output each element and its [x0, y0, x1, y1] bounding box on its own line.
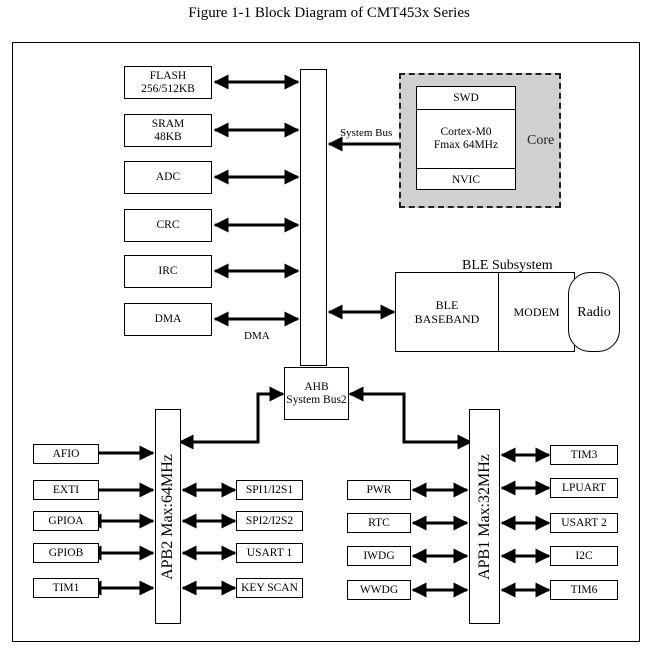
afio-block: AFIO — [33, 444, 99, 464]
exti-block: EXTI — [33, 480, 99, 500]
cpu-block: SWD Cortex-M0 Fmax 64MHz NVIC — [416, 86, 516, 190]
sram-label: SRAM — [151, 117, 185, 130]
ahb-apb2-arrow — [178, 386, 285, 450]
modem-block: MODEM — [498, 272, 575, 352]
tim3-label: TIM3 — [570, 448, 598, 461]
usart2-block: USART 2 — [550, 513, 618, 533]
irc-label: IRC — [158, 265, 178, 277]
flash-label: FLASH — [149, 69, 187, 82]
system-bus-label: System Bus — [340, 127, 393, 139]
afio-label: AFIO — [52, 447, 80, 460]
spi2-block: SPI2/I2S2 — [236, 511, 303, 531]
keyscan-block: KEY SCAN — [236, 578, 303, 598]
swd-label: SWD — [417, 87, 515, 110]
i2c-block: I2C — [550, 546, 618, 566]
spi2-label: SPI2/I2S2 — [245, 514, 294, 527]
keyscan-label: KEY SCAN — [241, 581, 298, 594]
iwdg-block: IWDG — [347, 546, 411, 566]
tim1-block: TIM1 — [33, 578, 99, 598]
diagram-frame — [12, 42, 640, 642]
usart2-label: USART 2 — [561, 516, 607, 529]
dma-arrow-label: DMA — [244, 330, 270, 342]
radio-label: Radio — [577, 304, 611, 320]
usart1-label: USART 1 — [246, 546, 293, 559]
ahb-apb1-arrow — [348, 386, 473, 450]
radio-block: Radio — [568, 272, 620, 352]
sram-block: SRAM 48KB — [124, 114, 212, 147]
apb1-bar — [469, 409, 500, 624]
exti-label: EXTI — [52, 483, 80, 496]
irc-block: IRC — [124, 255, 212, 288]
system-bus-bar — [300, 69, 327, 366]
dma-block: DMA — [124, 303, 212, 336]
flash-block: FLASH 256/512KB — [124, 66, 212, 99]
iwdg-label: IWDG — [363, 549, 395, 562]
gpiob-block: GPIOB — [33, 543, 99, 563]
apb2-bar — [155, 409, 181, 624]
tim1-label: TIM1 — [52, 581, 80, 594]
pwr-block: PWR — [347, 480, 411, 500]
gpioa-block: GPIOA — [33, 511, 99, 531]
cpu-body: Cortex-M0 Fmax 64MHz — [417, 110, 515, 168]
apb1-label: APB1 Max:32MHz — [476, 454, 493, 580]
crc-block: CRC — [124, 209, 212, 242]
ble-baseband-line1: BLE — [435, 298, 459, 312]
gpiob-label: GPIOB — [48, 546, 84, 559]
rtc-block: RTC — [347, 513, 411, 533]
cpu-freq: Fmax 64MHz — [433, 139, 499, 151]
tim6-block: TIM6 — [550, 580, 618, 600]
wwdg-label: WWDG — [359, 583, 399, 596]
ahb-line2: System Bus2 — [286, 393, 347, 406]
i2c-label: I2C — [575, 549, 593, 562]
lpuart-block: LPUART — [550, 478, 618, 498]
core-label: Core — [527, 133, 555, 148]
ble-subsystem-title: BLE Subsystem — [462, 258, 553, 273]
ahb-line1: AHB — [304, 380, 329, 393]
spi1-block: SPI1/I2S1 — [236, 480, 303, 500]
gpioa-label: GPIOA — [48, 514, 84, 527]
wwdg-block: WWDG — [347, 580, 411, 600]
dma-label: DMA — [154, 313, 182, 325]
adc-label: ADC — [155, 171, 181, 183]
lpuart-label: LPUART — [561, 481, 607, 494]
cpu-name: Cortex-M0 — [440, 126, 492, 138]
sram-size: 48KB — [154, 130, 182, 143]
adc-block: ADC — [124, 161, 212, 194]
crc-label: CRC — [156, 219, 180, 231]
modem-label: MODEM — [513, 304, 560, 319]
spi1-label: SPI1/I2S1 — [245, 483, 294, 496]
ble-baseband-line2: BASEBAND — [414, 312, 480, 326]
usart1-block: USART 1 — [236, 543, 303, 563]
nvic-label: NVIC — [417, 168, 515, 191]
figure-title: Figure 1-1 Block Diagram of CMT453x Seri… — [188, 5, 470, 21]
apb2-label: APB2 Max:64MHz — [159, 454, 176, 580]
ble-baseband-block: BLE BASEBAND — [395, 272, 499, 352]
tim6-label: TIM6 — [570, 583, 598, 596]
flash-size: 256/512KB — [141, 82, 195, 95]
pwr-label: PWR — [366, 483, 392, 496]
rtc-label: RTC — [368, 516, 390, 529]
ahb-bus2-block: AHB System Bus2 — [284, 367, 349, 420]
tim3-block: TIM3 — [550, 445, 618, 465]
